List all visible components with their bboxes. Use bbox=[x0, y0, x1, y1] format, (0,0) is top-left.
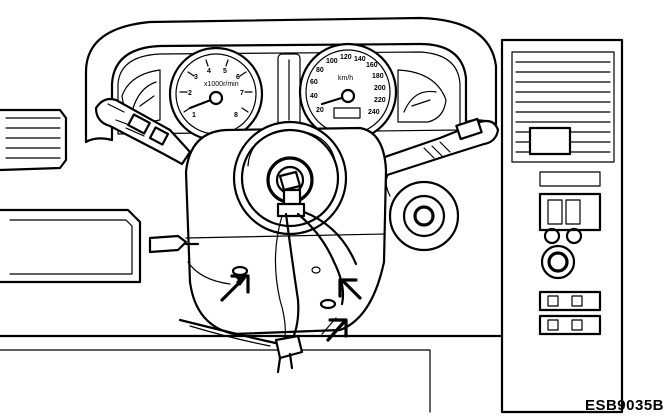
speed-tick-180: 180 bbox=[372, 73, 384, 80]
tach-tick-2: 2 bbox=[188, 90, 192, 97]
speed-tick-240: 240 bbox=[368, 109, 380, 116]
tach-tick-7: 7 bbox=[240, 90, 244, 97]
left-stalk-switch bbox=[94, 97, 192, 166]
speed-tick-160: 160 bbox=[366, 62, 378, 69]
speed-tick-100: 100 bbox=[326, 58, 338, 65]
speedometer-unit: km/h bbox=[338, 75, 353, 82]
speed-tick-140: 140 bbox=[354, 56, 366, 63]
harness-connector bbox=[274, 334, 304, 374]
speedometer-gauge: 20 40 60 80 100 120 140 160 180 200 220 … bbox=[298, 42, 398, 142]
speed-tick-200: 200 bbox=[374, 85, 386, 92]
ignition-switch bbox=[385, 167, 460, 252]
tilt-lever bbox=[148, 234, 200, 254]
figure-code: ESB9035B bbox=[584, 397, 664, 414]
speed-tick-120: 120 bbox=[340, 54, 352, 61]
right-stalk-switch bbox=[374, 117, 500, 178]
tach-tick-8: 8 bbox=[234, 112, 238, 119]
tachometer-gauge: 1 2 3 4 5 6 7 8 x1000r/min bbox=[168, 46, 264, 142]
fuel-gauge bbox=[397, 69, 447, 123]
left-dashboard bbox=[0, 108, 502, 413]
speed-tick-20: 20 bbox=[316, 107, 324, 114]
speed-tick-220: 220 bbox=[374, 97, 386, 104]
speed-tick-40: 40 bbox=[310, 93, 318, 100]
speed-tick-80: 80 bbox=[316, 67, 324, 74]
tach-tick-6: 6 bbox=[236, 74, 240, 81]
tachometer-unit: x1000r/min bbox=[204, 81, 239, 88]
tach-tick-1: 1 bbox=[192, 112, 196, 119]
tach-tick-3: 3 bbox=[194, 74, 198, 81]
speed-tick-60: 60 bbox=[310, 79, 318, 86]
center-console bbox=[500, 38, 624, 414]
arrow-left-bolt bbox=[220, 274, 250, 302]
tach-tick-5: 5 bbox=[223, 68, 227, 75]
arrow-bottom-bolt bbox=[321, 317, 348, 342]
cluster-center-strip bbox=[277, 53, 301, 127]
clock-spring bbox=[232, 120, 348, 236]
tach-tick-4: 4 bbox=[207, 68, 211, 75]
arrow-right-bolt bbox=[338, 278, 362, 300]
